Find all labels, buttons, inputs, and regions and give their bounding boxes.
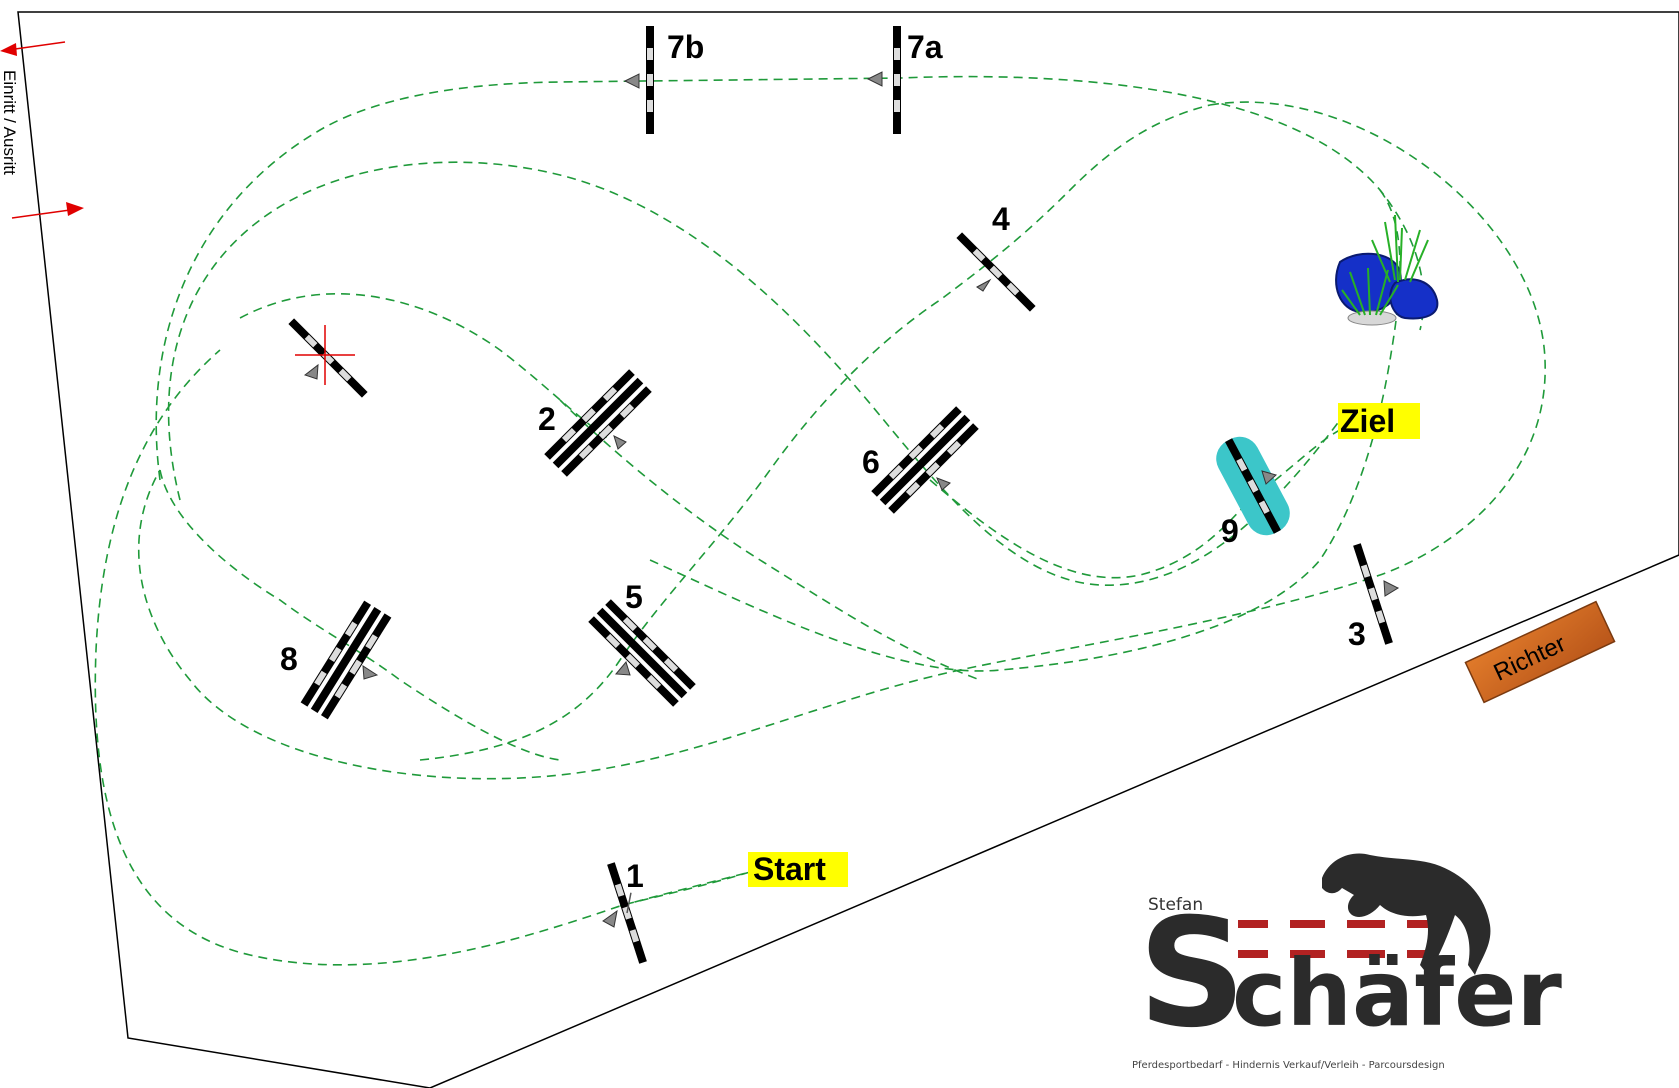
jump-5 bbox=[588, 599, 696, 707]
jump-label-6: 6 bbox=[862, 444, 880, 480]
direction-arrow-icon bbox=[613, 435, 627, 450]
direction-arrow-icon bbox=[623, 73, 640, 89]
finish-label: Ziel bbox=[1340, 403, 1395, 439]
direction-arrow-icon bbox=[1383, 580, 1400, 597]
judge-box: Richter bbox=[1464, 600, 1616, 704]
direction-arrow-icon bbox=[602, 909, 618, 928]
jump-label-9: 9 bbox=[1221, 513, 1239, 549]
logo-first-name: Stefan bbox=[1148, 895, 1203, 915]
direction-arrow-icon bbox=[936, 477, 951, 491]
logo-fence-icon bbox=[1238, 920, 1428, 958]
jump-6 bbox=[871, 406, 979, 514]
logo-surname-initial: S bbox=[1138, 887, 1246, 1061]
arena-boundary bbox=[17, 11, 1679, 1088]
direction-arrow-icon bbox=[1261, 470, 1278, 485]
jump-label-8: 8 bbox=[280, 641, 298, 677]
entrance-label: Einritt / Ausritt bbox=[0, 70, 19, 175]
route-path bbox=[94, 75, 1546, 966]
jump-7a bbox=[893, 26, 901, 134]
finish-highlight bbox=[1338, 403, 1420, 439]
jump-7b bbox=[646, 26, 654, 134]
jump-label-2: 2 bbox=[538, 401, 556, 437]
direction-arrow-icon bbox=[976, 278, 992, 292]
jump-9 bbox=[1216, 436, 1290, 536]
company-logo: Stefan S chäfer Pferdesportbedarf - Hind… bbox=[1132, 853, 1563, 1071]
jump-label-5: 5 bbox=[625, 579, 643, 615]
start-highlight bbox=[748, 852, 848, 887]
arrow-out-icon bbox=[0, 43, 17, 56]
jump-4 bbox=[956, 232, 1036, 312]
jump-1 bbox=[607, 862, 647, 964]
jump-label-4: 4 bbox=[992, 201, 1010, 237]
jump-label-1: 1 bbox=[626, 858, 644, 894]
unused-fence bbox=[288, 318, 368, 398]
direction-arrow-icon bbox=[362, 665, 379, 680]
jump-label-7b: 7b bbox=[667, 29, 704, 65]
jump-label-7a: 7a bbox=[907, 29, 943, 65]
jump-2 bbox=[544, 369, 652, 477]
logo-surname-rest: chäfer bbox=[1232, 940, 1563, 1047]
arrow-in-icon bbox=[66, 202, 84, 216]
jump-8 bbox=[300, 600, 392, 720]
jump-3 bbox=[1353, 543, 1393, 645]
entrance-arrows bbox=[0, 41, 84, 219]
jump-label-3: 3 bbox=[1348, 616, 1366, 652]
cross-icon bbox=[295, 325, 355, 385]
direction-arrow-icon bbox=[866, 71, 883, 87]
horse-silhouette-icon bbox=[1322, 853, 1491, 975]
grass-rock-decoration-icon bbox=[1335, 214, 1439, 326]
logo-tagline: Pferdesportbedarf - Hindernis Verkauf/Ve… bbox=[1132, 1060, 1445, 1071]
start-label: Start bbox=[753, 851, 826, 887]
direction-arrow-icon bbox=[614, 660, 631, 676]
direction-arrow-icon bbox=[303, 363, 319, 380]
